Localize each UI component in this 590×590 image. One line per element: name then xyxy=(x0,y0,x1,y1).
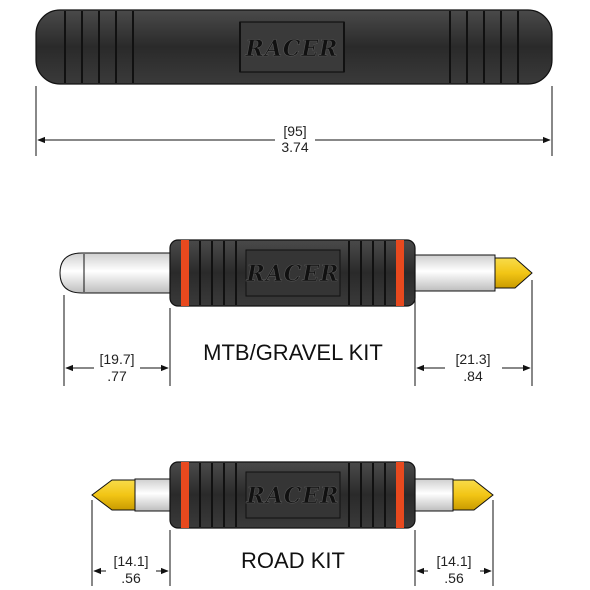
tool-brand-logo: RACER xyxy=(245,36,339,62)
mtb-left-dimension-in: .77 xyxy=(107,368,127,384)
mtb-yellow-tip xyxy=(494,257,533,289)
road-left-shaft xyxy=(134,478,172,512)
mtb-right-dimension-in: .84 xyxy=(463,368,483,384)
mtb-label-panel xyxy=(245,249,341,297)
road-right-dimension-in: .56 xyxy=(444,570,464,586)
mtb-right-dimension-mm: [21.3] xyxy=(455,351,490,367)
mtb-brand-logo: RACER xyxy=(246,261,340,287)
mtb-right-ring xyxy=(396,240,404,306)
road-right-shaft xyxy=(414,478,454,512)
mtb-left-plug xyxy=(59,252,171,294)
road-kit-label: ROAD KIT xyxy=(241,548,345,573)
tool-dimension-mm: [95] xyxy=(283,123,306,139)
road-kit-diagram: RACER ROAD KIT [14.1] .56 [14.1] .56 xyxy=(91,461,494,586)
mtb-left-ring xyxy=(181,240,189,306)
mtb-right-shaft xyxy=(414,254,496,292)
tool-dimension-in: 3.74 xyxy=(281,139,308,155)
road-left-yellow-tip xyxy=(91,479,136,511)
road-right-yellow-tip xyxy=(452,479,494,511)
tool-right-grip xyxy=(449,11,519,83)
mtb-left-dimension-mm: [19.7] xyxy=(99,351,134,367)
road-left-dimension-in: .56 xyxy=(121,570,141,586)
mtb-kit-label: MTB/GRAVEL KIT xyxy=(203,340,383,365)
road-left-ring xyxy=(181,462,189,528)
road-left-dimension-mm: [14.1] xyxy=(113,553,148,569)
road-label-panel xyxy=(245,471,341,519)
mtb-kit-diagram: RACER MTB/GRAVEL KIT [19.7] .77 [21.3] .… xyxy=(59,239,533,386)
road-right-ring xyxy=(396,462,404,528)
road-right-dimension-mm: [14.1] xyxy=(436,553,471,569)
road-brand-logo: RACER xyxy=(246,483,340,509)
tool-full: RACER [95] 3.74 xyxy=(35,9,553,156)
tool-left-grip xyxy=(64,11,134,83)
